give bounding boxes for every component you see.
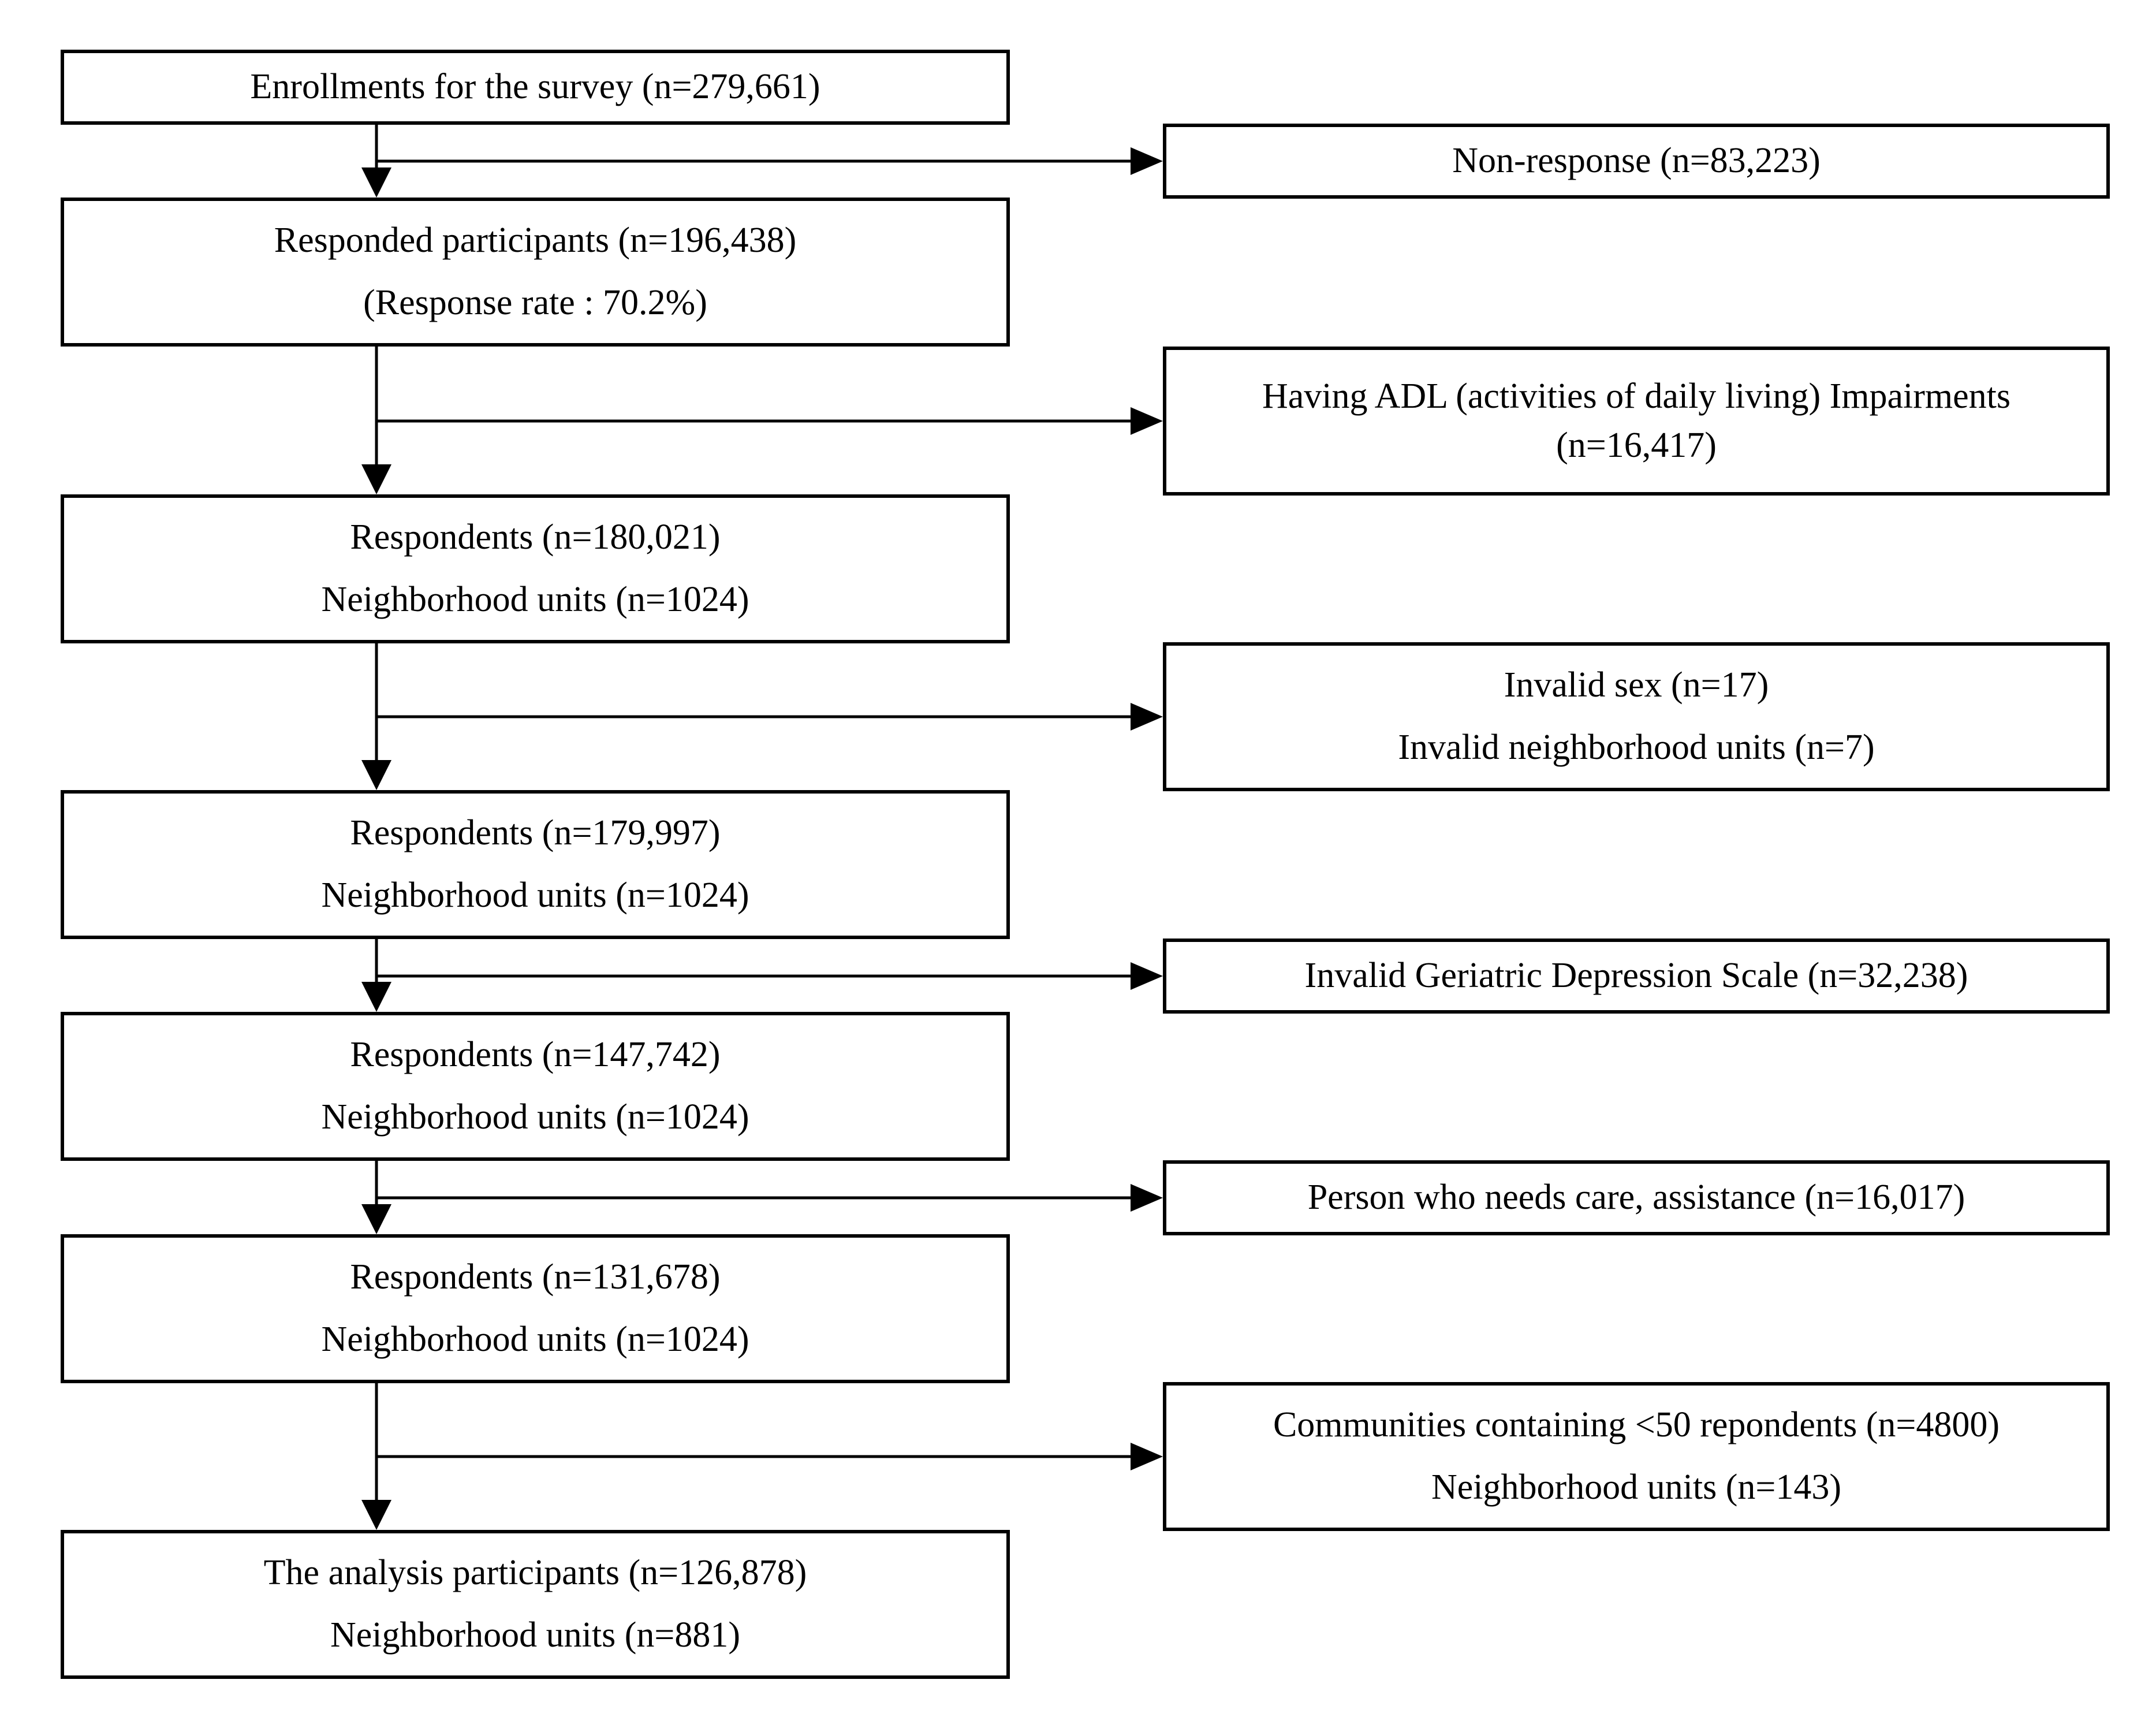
exclusion-adl-count: (n=16,417)	[1556, 426, 1717, 465]
exclusion-invalid-sex-box: Invalid sex (n=17) Invalid neighborhood …	[1163, 642, 2110, 791]
step-final-box: The analysis participants (n=126,878) Ne…	[61, 1530, 1010, 1679]
step-final-units: Neighborhood units (n=881)	[330, 1615, 740, 1655]
step-responded-box: Responded participants (n=196,438) (Resp…	[61, 198, 1010, 347]
exclusion-invalid-gds-text: Invalid Geriatric Depression Scale (n=32…	[1304, 956, 1968, 996]
exclusion-invalid-sex-text: Invalid sex (n=17)	[1504, 665, 1769, 705]
exclusion-small-communities-box: Communities containing <50 repondents (n…	[1163, 1382, 2110, 1531]
step-respondents-5-count: Respondents (n=147,742)	[350, 1035, 721, 1075]
exclusion-invalid-units-text: Invalid neighborhood units (n=7)	[1398, 728, 1875, 768]
step-respondents-4-count: Respondents (n=179,997)	[350, 813, 721, 853]
exclusion-adl-text: Having ADL (activities of daily living) …	[1262, 376, 2010, 416]
step-respondents-4-box: Respondents (n=179,997) Neighborhood uni…	[61, 790, 1010, 939]
exclusion-needs-care-text: Person who needs care, assistance (n=16,…	[1307, 1178, 1965, 1217]
right-arrow-head-4	[1131, 962, 1163, 990]
step-responded-count: Responded participants (n=196,438)	[274, 221, 797, 260]
step-respondents-3-count: Respondents (n=180,021)	[350, 517, 721, 557]
exclusion-small-communities-text: Communities containing <50 repondents (n…	[1273, 1405, 2000, 1445]
right-arrow-head-2	[1131, 407, 1163, 435]
step-final-count: The analysis participants (n=126,878)	[263, 1553, 807, 1593]
step-responded-rate: (Response rate : 70.2%)	[363, 283, 707, 323]
down-arrow-head-2	[361, 464, 391, 494]
down-arrow-head-1	[361, 167, 391, 198]
step-respondents-3-box: Respondents (n=180,021) Neighborhood uni…	[61, 494, 1010, 643]
step-respondents-4-units: Neighborhood units (n=1024)	[321, 876, 749, 915]
exclusion-non-response-box: Non-response (n=83,223)	[1163, 124, 2110, 199]
right-arrow-head-1	[1131, 147, 1163, 175]
exclusion-non-response-text: Non-response (n=83,223)	[1452, 141, 1821, 181]
exclusion-invalid-gds-box: Invalid Geriatric Depression Scale (n=32…	[1163, 939, 2110, 1014]
exclusion-adl-box: Having ADL (activities of daily living) …	[1163, 347, 2110, 496]
down-arrow-head-4	[361, 982, 391, 1012]
right-arrow-head-6	[1131, 1443, 1163, 1470]
step-respondents-5-units: Neighborhood units (n=1024)	[321, 1097, 749, 1137]
right-arrow-head-5	[1131, 1184, 1163, 1212]
step-respondents-3-units: Neighborhood units (n=1024)	[321, 580, 749, 620]
step-respondents-5-box: Respondents (n=147,742) Neighborhood uni…	[61, 1012, 1010, 1161]
step-enrollment-box: Enrollments for the survey (n=279,661)	[61, 50, 1010, 125]
step-respondents-6-box: Respondents (n=131,678) Neighborhood uni…	[61, 1234, 1010, 1383]
down-arrow-head-3	[361, 760, 391, 790]
right-arrow-head-3	[1131, 703, 1163, 731]
step-respondents-6-count: Respondents (n=131,678)	[350, 1257, 721, 1297]
step-enrollment-text: Enrollments for the survey (n=279,661)	[250, 67, 820, 107]
step-respondents-6-units: Neighborhood units (n=1024)	[321, 1320, 749, 1360]
down-arrow-head-5	[361, 1204, 391, 1234]
exclusion-needs-care-box: Person who needs care, assistance (n=16,…	[1163, 1160, 2110, 1235]
down-arrow-head-6	[361, 1500, 391, 1530]
exclusion-small-communities-units: Neighborhood units (n=143)	[1431, 1468, 1841, 1507]
